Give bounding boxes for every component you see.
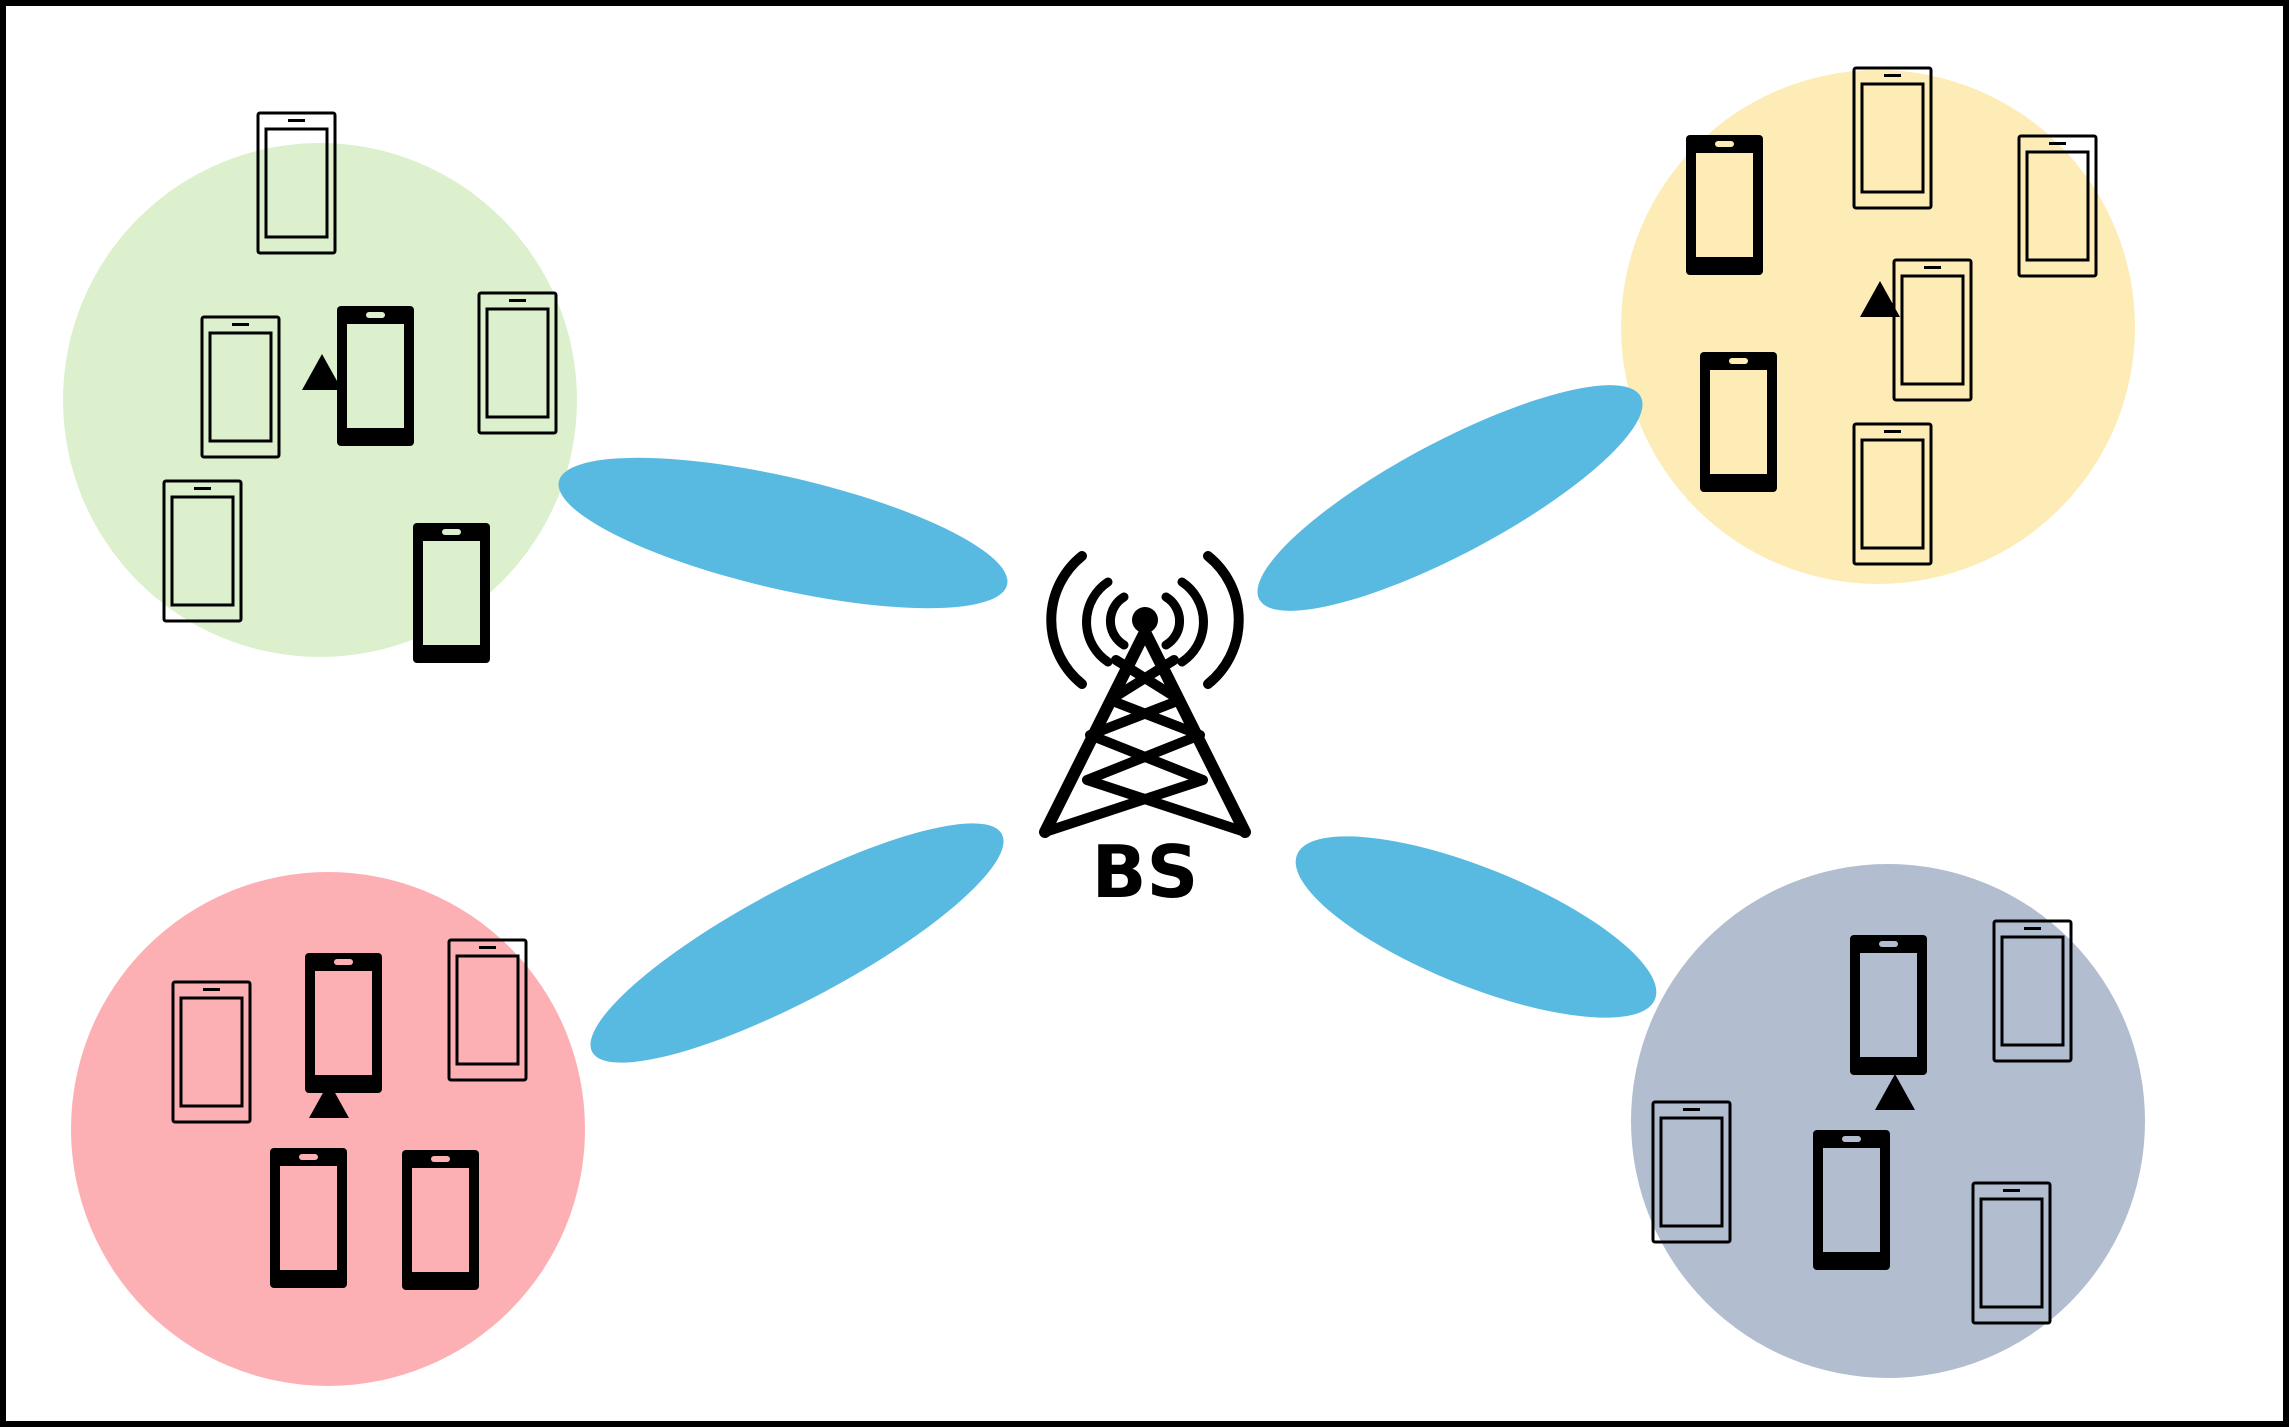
cluster-bottom-right	[1631, 864, 2145, 1378]
smartphone-icon	[1992, 919, 2073, 1063]
smartphone-icon	[1686, 135, 1763, 275]
smartphone-icon	[256, 111, 337, 255]
smartphone-icon	[1852, 422, 1933, 566]
smartphone-icon	[413, 523, 490, 663]
smartphone-icon	[1651, 1100, 1732, 1244]
smartphone-icon	[1850, 935, 1927, 1075]
smartphone-icon	[1892, 258, 1973, 402]
smartphone-icon	[1852, 66, 1933, 210]
smartphone-icon	[337, 306, 414, 446]
smartphone-icon	[171, 980, 252, 1124]
beam-top-left	[558, 457, 1008, 609]
base-station-label: BS	[1092, 830, 1199, 914]
smartphone-icon	[2017, 134, 2098, 278]
triangle-up-icon	[1860, 281, 1900, 317]
smartphone-icon	[270, 1148, 347, 1288]
smartphone-icon	[305, 953, 382, 1093]
smartphone-icon	[1971, 1181, 2052, 1325]
cluster-bottom-left	[71, 872, 585, 1386]
smartphone-icon	[1700, 352, 1777, 492]
cell-tower-icon	[1039, 551, 1251, 838]
smartphone-icon	[1813, 1130, 1890, 1270]
beam-bottom-left	[590, 823, 1004, 1063]
smartphone-icon	[402, 1150, 479, 1290]
triangle-up-icon	[302, 354, 342, 390]
devices-layer	[162, 66, 2098, 1325]
smartphone-icon	[200, 315, 281, 459]
smartphone-icon	[162, 479, 243, 623]
triangle-up-icon	[309, 1082, 349, 1118]
beam-top-right	[1257, 385, 1643, 611]
cluster-top-left	[63, 143, 577, 657]
beam-bottom-right	[1295, 836, 1657, 1018]
smartphone-icon	[447, 938, 528, 1082]
smartphone-icon	[477, 291, 558, 435]
triangle-up-icon	[1875, 1074, 1915, 1110]
